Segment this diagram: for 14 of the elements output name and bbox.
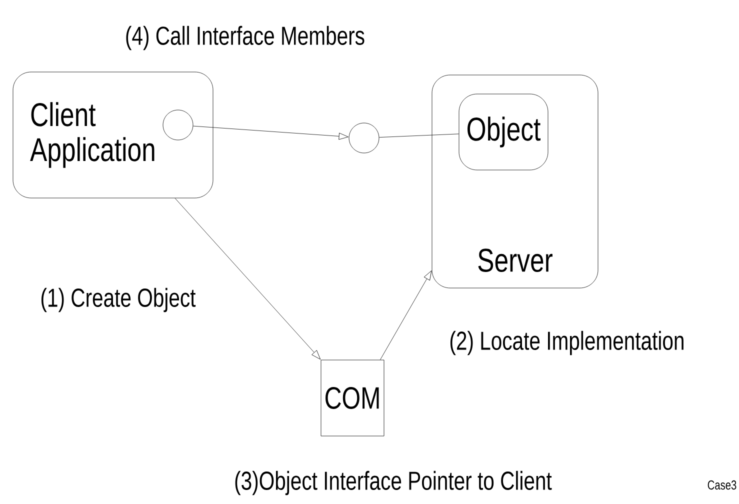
step-label: (3)Object Interface Pointer to Client: [235, 470, 552, 496]
com-box: COM: [320, 360, 384, 436]
connector-line: [379, 134, 459, 138]
arrow: [174, 198, 321, 360]
step-label: (1) Create Object: [42, 288, 196, 312]
interface-circle: [348, 122, 380, 154]
object-box: Object: [458, 94, 548, 170]
arrow: [192, 126, 348, 140]
arrow: [380, 270, 432, 360]
step-label: (4) Call Interface Members: [126, 26, 364, 50]
client-application-box: Client Application: [12, 72, 214, 198]
figure-label: Case3: [708, 480, 736, 490]
interface-circle: [162, 110, 194, 140]
step-label: (2) Locate Implementation: [450, 330, 684, 356]
